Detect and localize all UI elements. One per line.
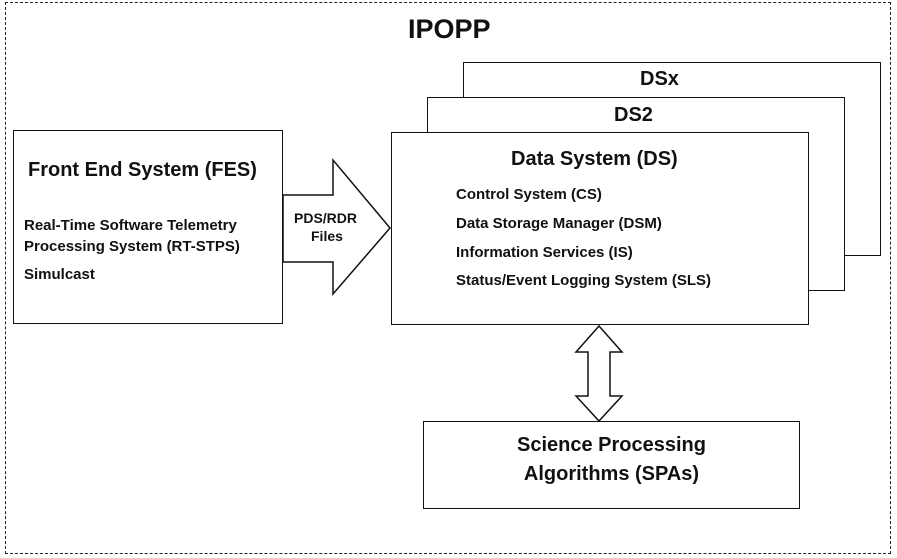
ipopp-boundary bbox=[5, 2, 891, 554]
fes-item-rt-stps-line1: Real-Time Software Telemetry bbox=[24, 217, 237, 234]
pds-rdr-flow-arrow bbox=[282, 157, 391, 297]
ds-item-data-storage-manager: Data Storage Manager (DSM) bbox=[456, 215, 662, 232]
fes-title: Front End System (FES) bbox=[28, 159, 257, 181]
ds-item-control-system: Control System (CS) bbox=[456, 186, 602, 203]
ds-x-title: DSx bbox=[640, 68, 679, 90]
spa-title-line1: Science Processing bbox=[517, 434, 706, 456]
ipopp-title: IPOPP bbox=[408, 14, 491, 44]
spa-box bbox=[423, 421, 800, 509]
arrow-label-line2: Files bbox=[311, 228, 343, 244]
fes-item-simulcast: Simulcast bbox=[24, 266, 95, 283]
ds-item-information-services: Information Services (IS) bbox=[456, 244, 633, 261]
data-system-title: Data System (DS) bbox=[511, 148, 678, 170]
ds-item-status-event-logging: Status/Event Logging System (SLS) bbox=[456, 272, 712, 289]
data-system-box bbox=[391, 132, 809, 325]
ds-spa-double-arrow bbox=[574, 324, 624, 423]
ds-2-title: DS2 bbox=[614, 104, 653, 126]
fes-item-rt-stps-line2: Processing System (RT-STPS) bbox=[24, 238, 240, 255]
arrow-label-line1: PDS/RDR bbox=[294, 210, 358, 226]
spa-title-line2: Algorithms (SPAs) bbox=[523, 463, 700, 485]
front-end-system-box bbox=[13, 130, 283, 324]
